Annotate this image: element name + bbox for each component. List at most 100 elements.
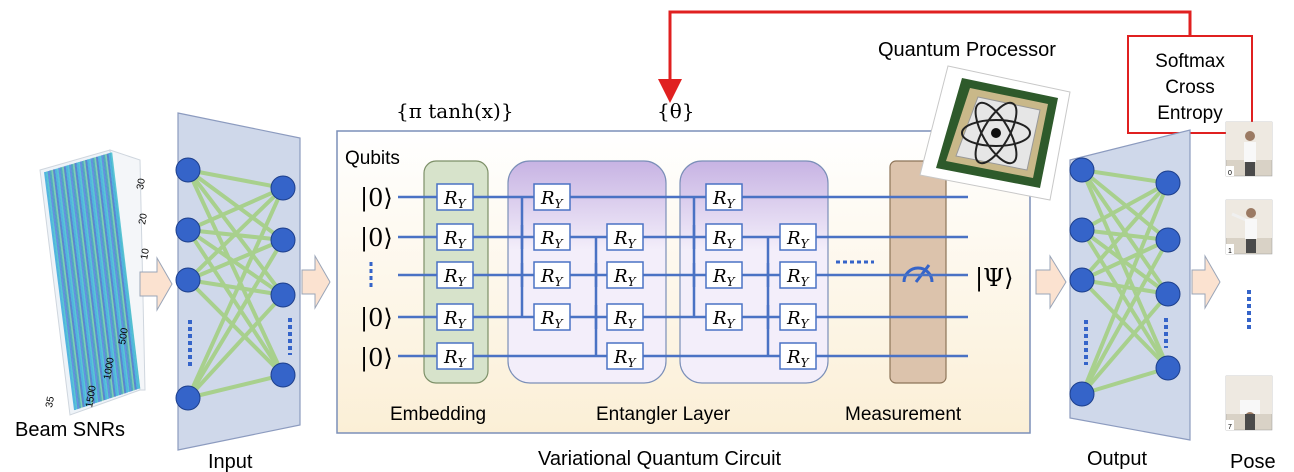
output-edge	[1081, 238, 1169, 282]
input-edge	[187, 186, 284, 232]
entangler-label: Entangler Layer	[596, 404, 731, 425]
heatmap-tick-1500: 1500	[84, 384, 99, 408]
output-edge	[1080, 228, 1170, 370]
output-node	[1069, 267, 1095, 293]
heatmap-streak	[79, 161, 111, 399]
input-node	[270, 227, 296, 253]
heatmap-streak	[108, 152, 139, 390]
processor-label: Quantum Processor	[878, 39, 1056, 61]
output-node	[1069, 381, 1095, 407]
output-node	[1155, 227, 1181, 253]
flow-arrow-3	[1035, 254, 1067, 310]
ry-gate: RY	[779, 223, 817, 251]
embedding-param: {π tanh(x)}	[396, 99, 514, 123]
heatmap-streak	[44, 171, 76, 411]
feedback-arrow	[658, 10, 1192, 103]
input-node	[175, 385, 201, 411]
output-edge	[1080, 169, 1170, 369]
output-node	[1155, 355, 1181, 381]
ry-gate: RY	[533, 183, 571, 211]
output-edge	[1081, 366, 1169, 396]
heatmap-streak	[58, 167, 90, 406]
ry-gate-subscript: Y	[628, 275, 637, 289]
ry-gate: RY	[705, 183, 743, 211]
ry-gate-box	[436, 183, 474, 211]
ry-gate-box	[606, 303, 644, 331]
ry-gate-subscript: Y	[458, 356, 467, 370]
flow-arrow-4	[1191, 254, 1221, 310]
input-edge	[186, 169, 285, 376]
ry-gate-box	[436, 223, 474, 251]
flow-arrow-2	[301, 254, 331, 310]
ry-gate-subscript: Y	[628, 317, 637, 331]
ry-gate-subscript: Y	[628, 237, 637, 251]
ry-gate-box	[606, 223, 644, 251]
ry-gate-box	[779, 303, 817, 331]
ry-gate-subscript: Y	[458, 197, 467, 211]
input-node	[270, 175, 296, 201]
input-edge	[186, 278, 285, 377]
pose-frame-0: 0	[1225, 121, 1273, 177]
ry-gate: RY	[779, 303, 817, 331]
ry-gate: RY	[705, 261, 743, 289]
ket0-q1: |0⟩	[360, 184, 393, 213]
heatmap-streak	[81, 160, 113, 398]
ry-gate: RY	[606, 342, 644, 370]
input-edge	[186, 228, 285, 297]
pose-frame-0-index: 0	[1228, 170, 1232, 177]
ry-gate-box	[606, 342, 644, 370]
heatmap-tick-500: 500	[117, 327, 131, 346]
vqc-label: Variational Quantum Circuit	[538, 448, 782, 470]
ry-gate: RY	[705, 303, 743, 331]
heatmap-streak	[88, 158, 120, 396]
ry-gate-box	[436, 303, 474, 331]
heatmap-streak	[67, 165, 99, 403]
ry-gate-box	[533, 261, 571, 289]
measurement-label: Measurement	[845, 404, 962, 425]
ry-gate-subscript: Y	[727, 237, 736, 251]
ry-gate-box	[779, 342, 817, 370]
ry-gate: RY	[436, 183, 474, 211]
quantum-processor-icon	[919, 65, 1071, 201]
heatmap-streak	[54, 168, 87, 407]
ket0-q5: |0⟩	[360, 344, 393, 373]
input-node	[270, 282, 296, 308]
ry-gate: RY	[533, 261, 571, 289]
ry-gate: RY	[436, 223, 474, 251]
ry-gate: RY	[606, 261, 644, 289]
heatmap-streak	[72, 163, 104, 401]
output-edge	[1081, 228, 1169, 242]
ry-gate-subscript: Y	[628, 356, 637, 370]
ry-gate-box	[533, 183, 571, 211]
loss-line-1: Softmax	[1155, 51, 1225, 72]
heatmap-streak	[99, 155, 130, 393]
input-edge	[186, 187, 285, 399]
heatmap-streak	[65, 165, 97, 404]
ry-gate-box	[705, 261, 743, 289]
output-edge	[1080, 292, 1170, 396]
input-edge	[187, 168, 284, 190]
ry-gate-subscript: Y	[801, 356, 810, 370]
heatmap-streak	[76, 162, 108, 400]
beam-snr-plot: 30 20 10 500 1000 1500 35	[39, 149, 152, 416]
output-layer-panel	[1069, 129, 1191, 441]
heatmap-streak	[78, 161, 109, 400]
ry-gate-box	[779, 223, 817, 251]
ry-gate: RY	[533, 223, 571, 251]
ry-gate-subscript: Y	[458, 317, 467, 331]
heatmap-streak	[90, 158, 122, 396]
heatmap-streak	[92, 157, 123, 395]
output-edge	[1081, 168, 1169, 185]
input-node	[175, 157, 201, 183]
input-node	[175, 217, 201, 243]
input-edge	[186, 238, 285, 400]
ry-gate-subscript: Y	[801, 237, 810, 251]
heatmap-streak	[74, 162, 106, 401]
heatmap-tick-20: 20	[137, 212, 150, 225]
input-edge	[187, 238, 284, 282]
input-edge	[186, 186, 285, 282]
heatmap-streak	[86, 159, 118, 397]
ry-gate-subscript: Y	[727, 275, 736, 289]
input-edge	[187, 373, 284, 400]
heatmap-streak	[94, 157, 125, 394]
